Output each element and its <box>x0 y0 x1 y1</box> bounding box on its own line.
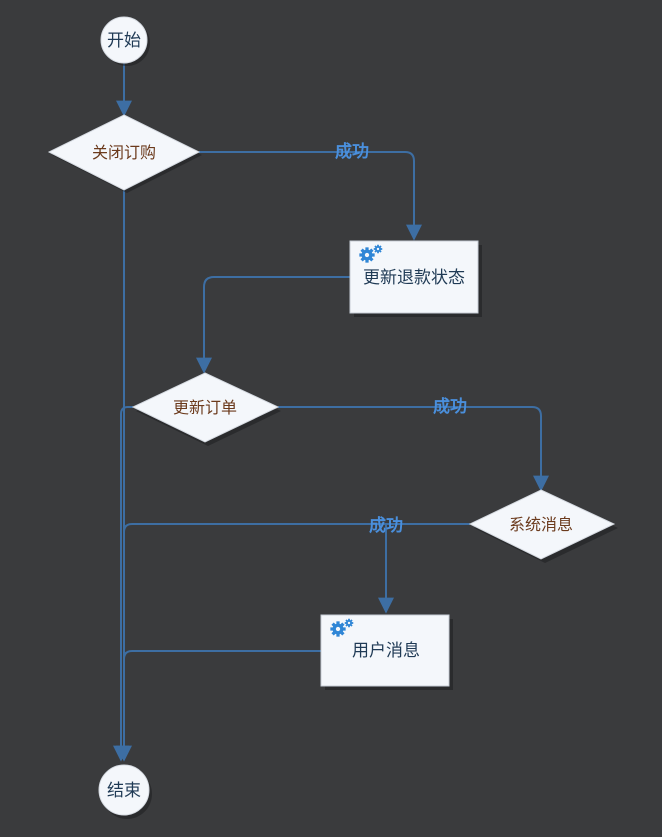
decision-update-order-label: 更新订单 <box>173 398 237 417</box>
decision-update-order[interactable]: 更新订单 <box>131 372 281 446</box>
task-update-refund-status-label: 更新退款状态 <box>363 268 465 288</box>
start-node[interactable]: 开始 <box>100 16 150 66</box>
edge-label-close-success: 成功 <box>335 141 369 162</box>
edge-update-order-to-end <box>113 406 133 762</box>
decision-system-message-label: 系统消息 <box>509 515 573 534</box>
end-node[interactable]: 结束 <box>98 764 152 819</box>
edge-label-order-success: 成功 <box>433 396 467 417</box>
start-node-label: 开始 <box>107 31 141 51</box>
edge-update-order-success-to-system-message <box>278 406 549 492</box>
edge-update-refund-to-update-order <box>196 276 350 374</box>
gear-icon <box>330 621 346 637</box>
gear-icon-small <box>344 618 354 628</box>
edges-layer <box>113 63 549 762</box>
edge-user-message-to-end <box>123 650 321 760</box>
task-update-refund-status[interactable]: 更新退款状态 <box>349 240 482 317</box>
end-node-label: 结束 <box>107 781 141 801</box>
edge-label-system-success: 成功 <box>369 515 403 536</box>
decision-close-purchase-label: 关闭订购 <box>92 143 156 162</box>
edge-close-purchase-success-to-update-refund <box>199 151 422 241</box>
task-user-message-label: 用户消息 <box>352 641 420 661</box>
gear-icon <box>359 247 375 263</box>
decision-system-message[interactable]: 系统消息 <box>468 489 618 563</box>
edge-system-message-to-end <box>123 523 470 760</box>
task-user-message[interactable]: 用户消息 <box>320 614 453 690</box>
gear-icon-small <box>373 244 383 254</box>
decision-close-purchase[interactable]: 关闭订购 <box>47 114 202 193</box>
